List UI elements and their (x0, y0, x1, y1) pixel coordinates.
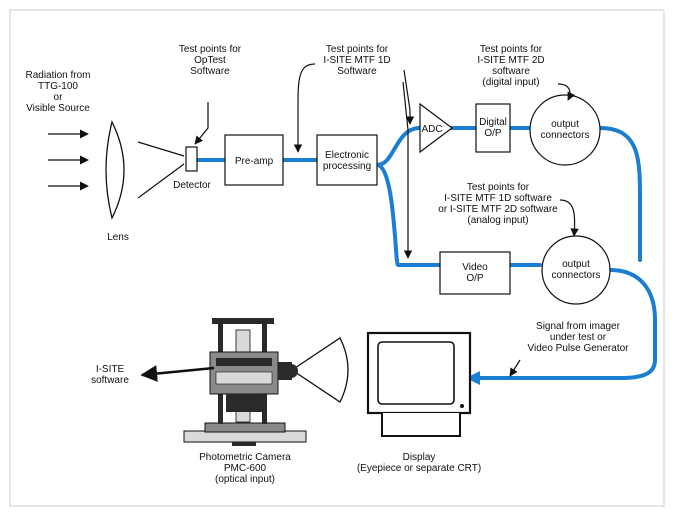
text-line: Photometric Camera (199, 452, 291, 463)
signal-electronic-adc (375, 126, 422, 167)
text-line: I-SITE MTF 2D (477, 55, 544, 66)
analog-arrow (559, 199, 579, 237)
text-line: Software (190, 66, 230, 77)
signal-output-right (598, 126, 642, 262)
text-line: Software (337, 66, 377, 77)
frame-border (9, 9, 665, 507)
text-line: Display (403, 452, 436, 463)
preamp-box-label: Pre-amp (235, 156, 274, 167)
text-line: Test points for (179, 44, 242, 55)
text-line: or (54, 92, 64, 103)
signal-output2-right (478, 268, 657, 380)
mtf2d-arrow (557, 83, 576, 101)
text-line: Visible Source (26, 103, 90, 114)
lens-shape (105, 120, 125, 220)
text-line: TTG-100 (38, 81, 78, 92)
text-line: processing (323, 161, 371, 172)
projection-cone (290, 337, 349, 403)
radiation-arrows (48, 129, 89, 191)
text-line: software (91, 375, 129, 386)
text-line: Signal from imager (536, 321, 621, 332)
preamp-box (224, 134, 284, 186)
isite-output-arrow (140, 365, 215, 382)
signal-arrowhead (466, 371, 480, 385)
text-line: O/P (484, 128, 502, 139)
display-monitor (366, 331, 472, 437)
text-line: output (562, 259, 590, 270)
text-line: I-SITE MTF 1D (323, 55, 390, 66)
text-line: Test points for (467, 182, 530, 193)
signal-source-arrow (509, 359, 521, 377)
callout-arrows (194, 63, 579, 377)
text-line: or I-SITE MTF 2D software (438, 204, 558, 215)
text-line: PMC-600 (224, 463, 267, 474)
adc-triangle (419, 102, 453, 154)
text-line: output (551, 119, 579, 130)
photometric-camera (183, 318, 307, 446)
text-line: O/P (466, 273, 484, 284)
text-line: Test points for (480, 44, 543, 55)
text-line: Video (462, 262, 488, 273)
mtf1d-down-arrow (403, 69, 415, 125)
signal-electronic-video (375, 163, 442, 267)
digital-op-box (475, 103, 511, 153)
mtf1d-left-arrow (293, 63, 316, 153)
video-op-box (439, 251, 511, 295)
text-line: connectors (541, 130, 590, 141)
text-line: (analog input) (467, 215, 528, 226)
converging-rays (137, 141, 185, 199)
optest-arrow (194, 102, 209, 145)
output-connectors-digital-circle (529, 94, 601, 166)
lens-label: Lens (107, 232, 129, 243)
text-line: Electronic (325, 150, 369, 161)
text-line: Video Pulse Generator (528, 343, 630, 354)
text-line: Test points for (326, 44, 389, 55)
text-line: (optical input) (215, 474, 275, 485)
electronic-processing-box (316, 134, 378, 186)
text-line: (Eyepiece or separate CRT) (357, 463, 481, 474)
display-label: Display(Eyepiece or separate CRT) (357, 452, 481, 474)
detector-block (185, 146, 198, 172)
adc-label: ADC (421, 124, 442, 135)
signal-path (195, 126, 657, 380)
text-line: I-SITE MTF 1D software (444, 193, 552, 204)
detector-label: Detector (173, 180, 211, 191)
text-line: OpTest (194, 55, 226, 66)
text-line: Digital (479, 117, 507, 128)
text-line: Radiation from (25, 70, 90, 81)
text-line: under test or (550, 332, 607, 343)
text-line: (digital input) (482, 77, 539, 88)
mtf1d-mid-arrow (402, 81, 413, 259)
text-line: I-SITE (96, 364, 125, 375)
text-line: software (492, 66, 530, 77)
text-line: connectors (552, 270, 601, 281)
